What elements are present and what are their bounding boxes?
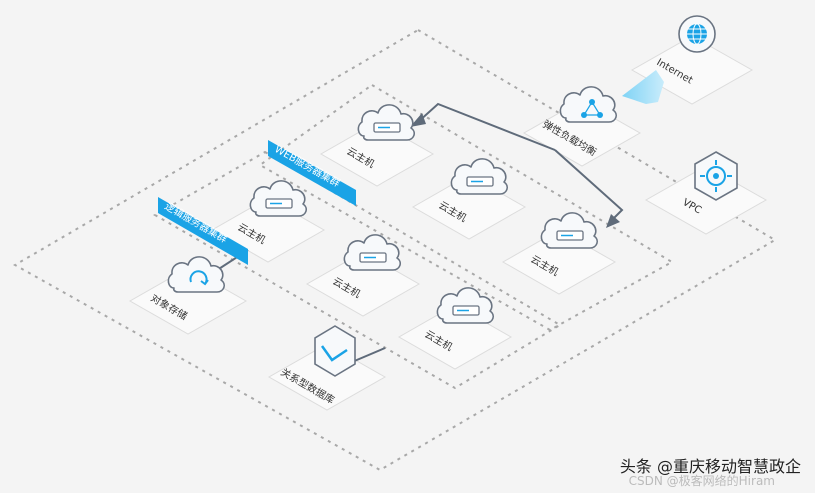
arrowhead-host1 (410, 113, 426, 127)
server-cloud-icon (450, 158, 509, 195)
logic-cluster-label: 逻辑服务器集群 (163, 199, 230, 245)
server-cloud-icon (249, 180, 308, 217)
server-cloud-icon (436, 287, 495, 324)
internet-flow-arrow (622, 70, 664, 104)
iso-tiles (128, 35, 768, 411)
globe-icon (678, 15, 716, 53)
lb-to-host1-line (417, 102, 556, 151)
watermark-sub: CSDN @极客网络的Hiram (628, 474, 775, 488)
vpc-icon (694, 151, 738, 201)
arrowhead-host3 (606, 214, 620, 228)
watermark-main: 头条 @重庆移动智慧政企 (619, 457, 801, 476)
storage-cloud-icon (167, 256, 226, 293)
server-cloud-icon (343, 234, 402, 271)
server-cloud-icon (357, 104, 416, 141)
web-cluster-boundary (258, 83, 675, 332)
server-cloud-icon (540, 212, 599, 249)
load-balancer-icon (559, 86, 618, 123)
dashed-boundaries (12, 28, 777, 472)
database-icon (314, 325, 356, 377)
logic-cluster-boundary (152, 150, 562, 390)
